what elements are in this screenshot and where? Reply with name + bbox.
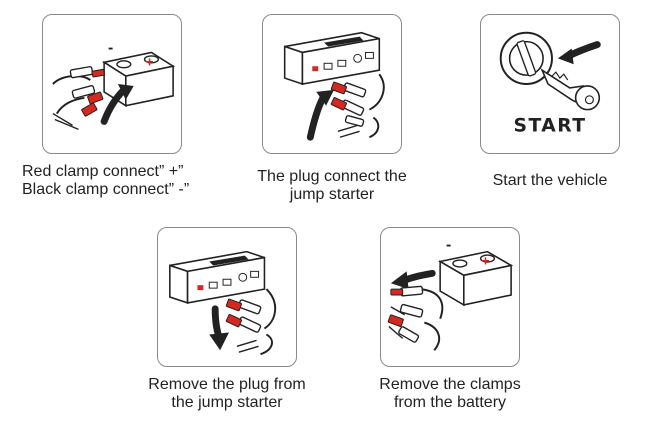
step-3-panel: START <box>480 14 620 154</box>
battery-icon: - + <box>437 237 514 307</box>
step-1-panel: - + <box>42 14 182 154</box>
caption-line: from the battery <box>393 394 507 411</box>
step-5-caption: Remove the clamps from the battery <box>365 376 535 412</box>
caption-line: Start the vehicle <box>492 172 608 189</box>
caption-line: the jump starter <box>171 394 283 411</box>
caption-line: jump starter <box>289 186 375 203</box>
arrow-icon <box>209 305 229 351</box>
caption-line: Remove the clamps <box>379 376 521 393</box>
arrow-icon <box>557 41 601 65</box>
caption-line: Red clamp connect” +” <box>22 163 184 180</box>
jump-starter-icon <box>283 31 381 86</box>
plus-terminal-label: + <box>482 253 490 268</box>
arrow-icon <box>390 269 436 290</box>
caption-line: Remove the plug from <box>148 376 306 393</box>
minus-terminal-label: - <box>108 39 113 56</box>
step-5-panel: - + <box>380 227 520 367</box>
battery-icon: - + <box>102 39 176 108</box>
step-1-caption: Red clamp connect” +” Black clamp connec… <box>22 163 189 199</box>
clamps-icon <box>52 66 105 130</box>
clamps-icon <box>225 288 277 356</box>
ignition-key-icon <box>499 31 601 111</box>
step-4-caption: Remove the plug from the jump starter <box>142 376 312 412</box>
step-2-panel <box>262 14 402 154</box>
plus-terminal-label: + <box>146 54 154 69</box>
clamps-icon <box>330 73 385 139</box>
caption-line: The plug connect the <box>257 168 407 185</box>
jump-starter-icon <box>169 250 266 305</box>
caption-line: Black clamp connect” -” <box>22 181 190 198</box>
arrow-icon <box>306 89 334 141</box>
clamps-icon <box>387 285 444 351</box>
arrow-icon <box>100 84 134 125</box>
step-4-panel <box>157 227 297 367</box>
minus-terminal-label: - <box>446 237 451 254</box>
step-2-caption: The plug connect the jump starter <box>247 168 417 204</box>
start-label: START <box>513 115 586 136</box>
step-3-caption: Start the vehicle <box>480 172 620 190</box>
